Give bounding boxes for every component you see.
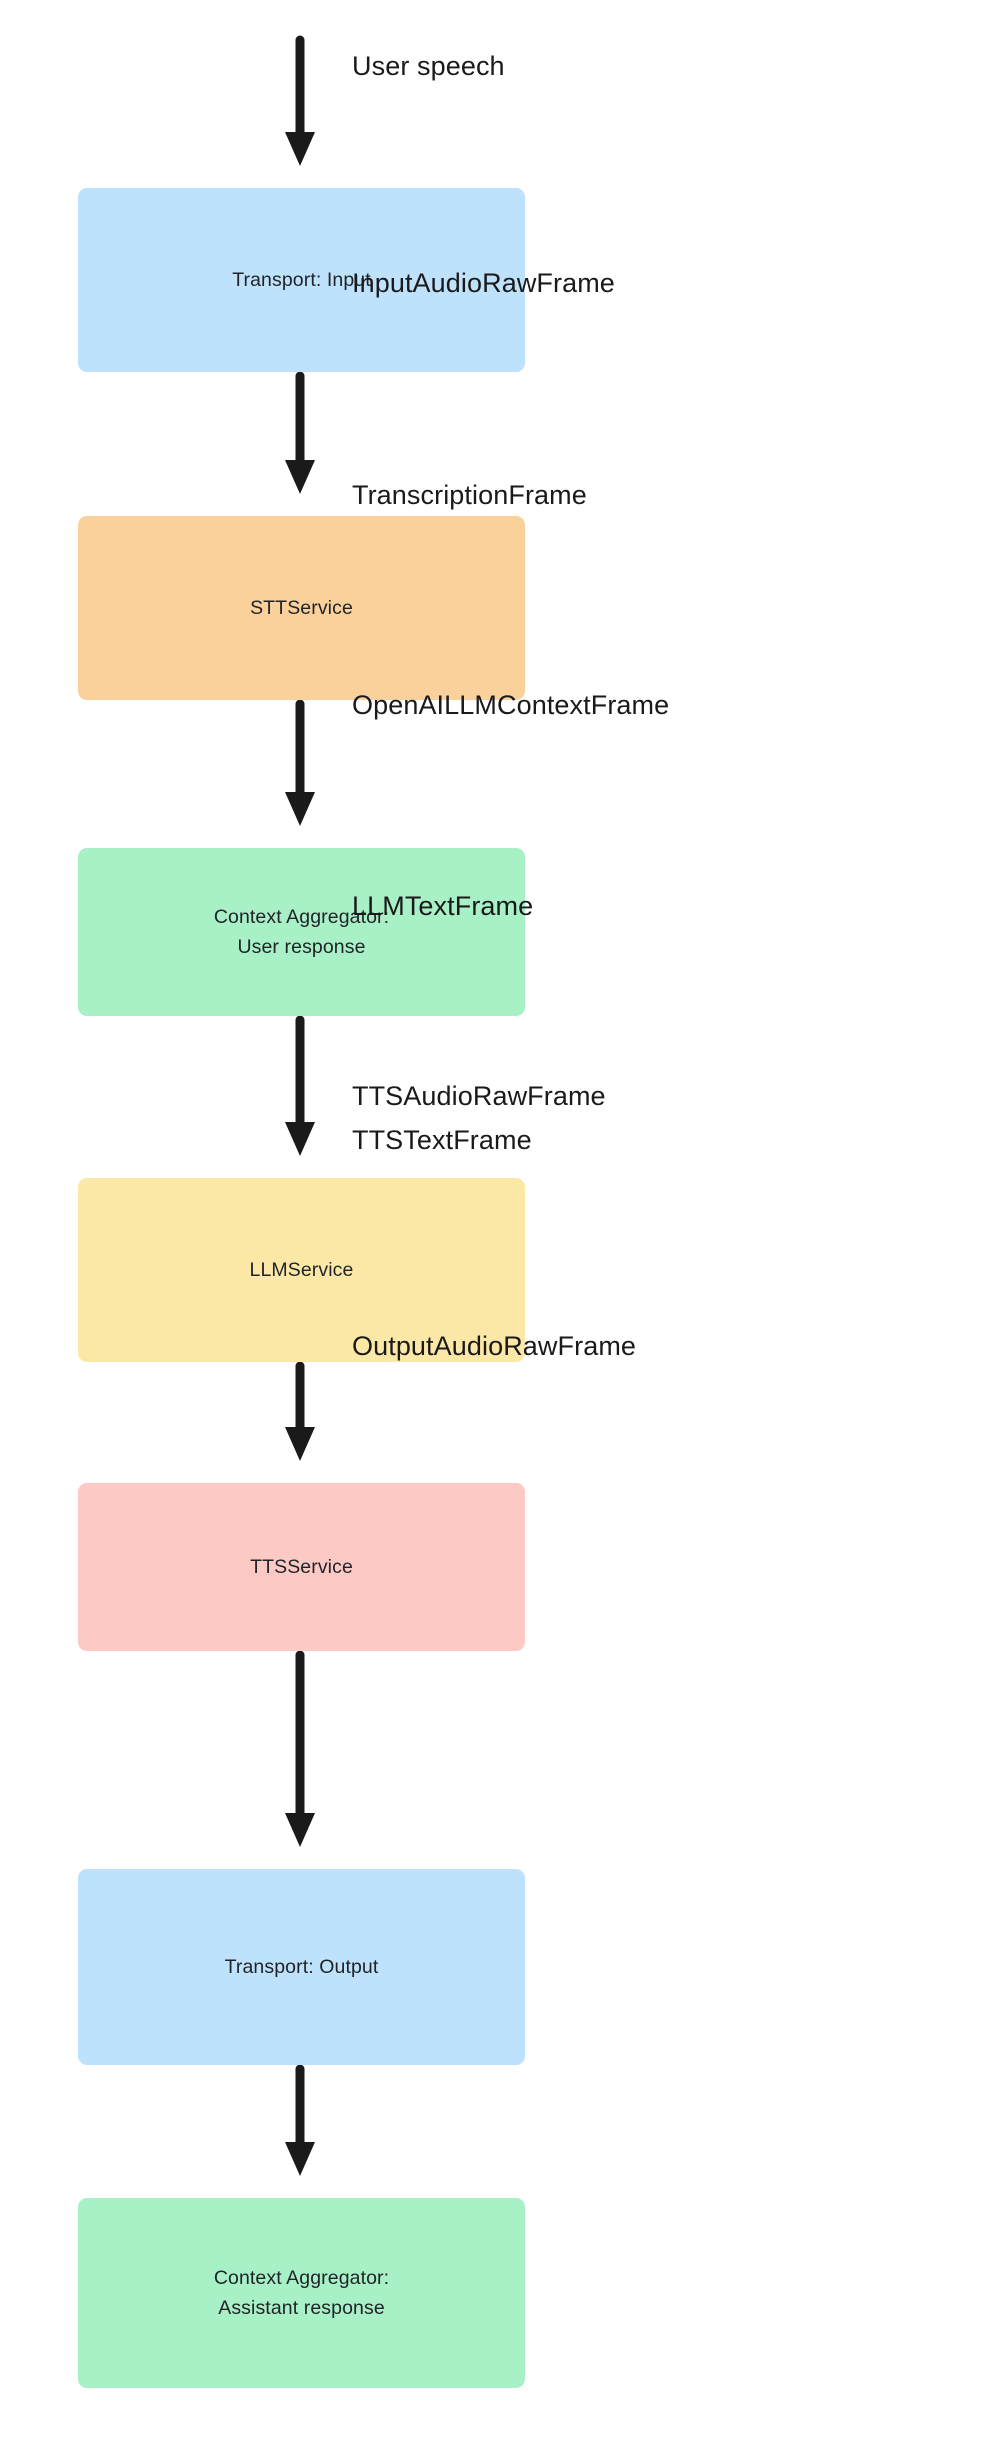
- edge-label-input-audio-raw-frame: InputAudioRawFrame: [352, 262, 615, 306]
- node-label-line: LLMService: [249, 1258, 354, 1281]
- node-transport-input[interactable]: Transport: Input: [78, 188, 525, 372]
- node-label-line: User response: [237, 936, 366, 958]
- edge-label-llm-text-frame: LLMTextFrame: [352, 885, 533, 929]
- arrow-head: [285, 1427, 315, 1461]
- node-label-line: STTService: [250, 596, 353, 619]
- edge-label-text: LLMTextFrame: [352, 891, 534, 921]
- node-context-aggregator-assistant[interactable]: Context Aggregator: Assistant response: [78, 2198, 525, 2388]
- node-label-line: TTSService: [250, 1555, 353, 1578]
- node-stt-service[interactable]: STTService: [78, 516, 525, 700]
- node-label-line: Assistant response: [218, 2297, 385, 2319]
- node-label-line: Context Aggregator:: [213, 905, 390, 928]
- node-label-line: Transport: Input: [232, 268, 371, 291]
- edge-label-tts-frames: TTSAudioRawFrame TTSTextFrame: [352, 1075, 606, 1162]
- edge-label-text: InputAudioRawFrame: [352, 268, 615, 298]
- node-llm-service[interactable]: LLMService: [78, 1178, 525, 1362]
- edge-label-transcription-frame: TranscriptionFrame: [352, 474, 587, 518]
- edge-label-text: OpenAILLMContextFrame: [352, 690, 670, 720]
- edge-label-text-second-line: TTSTextFrame: [352, 1124, 532, 1155]
- arrow-head: [285, 1813, 315, 1847]
- edge-label-openai-llm-context-frame: OpenAILLMContextFrame: [352, 684, 669, 728]
- edge-label-text: TranscriptionFrame: [352, 480, 587, 510]
- edge-label-user-speech: User speech: [352, 45, 505, 89]
- node-label-line: Transport: Output: [224, 1955, 379, 1978]
- edge-label-text: TTSAudioRawFrame: [352, 1081, 606, 1111]
- arrow-head: [285, 1122, 315, 1156]
- arrow-head: [285, 132, 315, 166]
- edge-label-text: User speech: [352, 51, 505, 81]
- edge-label-text: OutputAudioRawFrame: [352, 1331, 637, 1361]
- node-label-line: Context Aggregator:: [213, 2266, 390, 2289]
- node-tts-service[interactable]: TTSService: [78, 1483, 525, 1651]
- edge-label-output-audio-raw-frame: OutputAudioRawFrame: [352, 1325, 636, 1369]
- node-transport-output[interactable]: Transport: Output: [78, 1869, 525, 2065]
- arrow-head: [285, 460, 315, 494]
- arrow-head: [285, 2142, 315, 2176]
- arrow-head: [285, 792, 315, 826]
- node-context-aggregator-user[interactable]: Context Aggregator: User response: [78, 848, 525, 1016]
